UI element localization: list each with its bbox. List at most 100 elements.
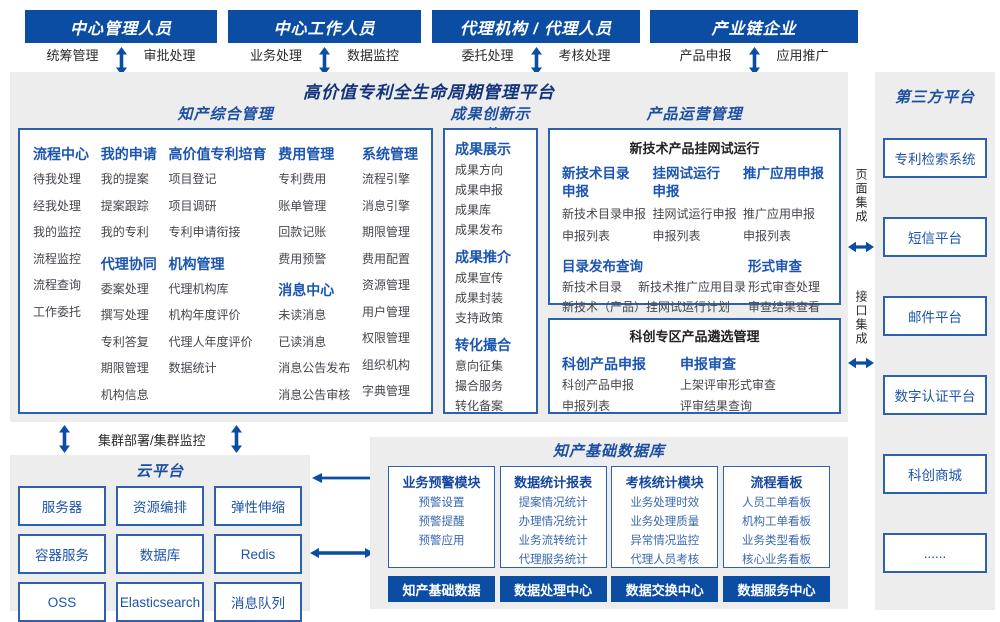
data-center-button: 知产基础数据 — [388, 576, 495, 602]
stat-item: 机构工单看板 — [741, 516, 811, 528]
group-header: 机构管理 — [168, 255, 225, 272]
data-center-button: 数据处理中心 — [499, 576, 607, 602]
actor-function-label: 委托处理 — [461, 48, 514, 63]
menu-item: 新技术推广应用目录 — [638, 280, 747, 294]
actor-center-staff: 中心工作人员 业务处理 数据监控 — [228, 10, 421, 75]
menu-item: 费用预警 — [278, 251, 327, 266]
group-header: 流程看板 — [750, 475, 803, 490]
actor-title: 中心工作人员 — [228, 10, 421, 43]
stat-item: 业务类型看板 — [741, 535, 811, 547]
vertical-double-arrow-icon — [231, 425, 242, 453]
stat-item: 业务流转统计 — [518, 535, 588, 547]
group-header: 我的申请 — [100, 146, 157, 162]
menu-column: 新技术目录申报 新技术目录申报申报列表 — [562, 165, 647, 247]
third-party-system-box: 专利检索系统 — [883, 138, 987, 178]
left-arrow-icon — [312, 473, 374, 483]
menu-item: 权限管理 — [361, 331, 410, 345]
actor-function-label: 业务处理 — [249, 48, 302, 63]
menu-item: 专利答复 — [100, 334, 149, 349]
stat-item: 异常情况监控 — [630, 535, 700, 547]
stat-item: 预警设置 — [418, 497, 465, 509]
stat-item: 提案情况统计 — [518, 497, 588, 509]
menu-column: 科创产品申报 科创产品申报申报列表 — [562, 353, 680, 417]
menu-item: 新技术目录申报 — [562, 207, 647, 221]
menu-item: 新技术（产品）挂网试运行计划 — [562, 300, 731, 314]
group-header: 业务预警模块 — [402, 475, 481, 490]
menu-item: 支持政策 — [455, 311, 504, 325]
actor-title: 产业链企业 — [650, 10, 858, 43]
menu-item: 账单管理 — [278, 198, 327, 213]
actor-function-label: 数据监控 — [347, 48, 400, 63]
vertical-double-arrow-icon — [59, 425, 70, 453]
stat-item: 代理服务统计 — [518, 554, 588, 566]
menu-item: 审查结果查看 — [748, 300, 821, 314]
menu-item: 意向征集 — [455, 359, 504, 373]
group-header: 代理协同 — [100, 255, 157, 272]
menu-item: 专利费用 — [278, 172, 327, 186]
menu-item: 成果库 — [455, 203, 492, 217]
cloud-service-box: Elasticsearch — [116, 582, 204, 622]
menu-item: 机构年度评价 — [168, 308, 241, 322]
vertical-double-arrow-icon — [319, 47, 330, 75]
cloud-service-box: 服务器 — [18, 486, 106, 526]
section-title-ip-management: 知产综合管理 — [177, 106, 274, 123]
ip-database-title: 知产基础数据库 — [552, 443, 665, 460]
menu-item: 流程引擎 — [361, 172, 410, 186]
actor-function-label: 审批处理 — [143, 48, 196, 63]
group-header: 费用管理 — [278, 146, 335, 162]
menu-item: 提案跟踪 — [100, 198, 149, 213]
menu-column: 系统管理 流程引擎消息引擎期限管理费用配置资源管理用户管理权限管理组织机构字典管… — [362, 142, 418, 400]
menu-item: 我的专利 — [100, 225, 149, 239]
innovation-box: 成果展示 成果方向成果申报成果库成果发布 成果推介 成果宣传成果封装支持政策 转… — [443, 128, 538, 414]
warning-module-box: 业务预警模块 预警设置预警提醒预警应用 — [388, 466, 495, 568]
menu-column: 申报审查 上架评审形式审查评审结果查询 — [680, 353, 827, 417]
stat-item: 预警提醒 — [418, 516, 465, 528]
menu-item: 字典管理 — [361, 384, 410, 398]
menu-item: 撰写处理 — [100, 308, 149, 322]
third-party-system-box: ...... — [883, 533, 987, 573]
cluster-label: 集群部署/集群监控 — [98, 433, 206, 448]
menu-item: 代理机构库 — [168, 281, 229, 296]
page-integration-label: 页面集成 — [854, 168, 868, 224]
stat-item: 代理人员考核 — [630, 554, 700, 566]
cloud-service-box: 弹性伸缩 — [214, 486, 302, 526]
catalog-query-block: 目录发布查询 新技术目录 新技术推广应用目录新技术（产品）挂网试运行计划 — [562, 257, 748, 317]
menu-item: 消息引擎 — [361, 198, 410, 213]
menu-item: 我的提案 — [100, 172, 149, 186]
cloud-platform-title: 云平台 — [135, 463, 184, 480]
assessment-module-box: 考核统计模块 业务处理时效业务处理质量异常情况监控代理人员考核 — [611, 466, 719, 568]
platform-panel: 高价值专利全生命周期管理平台 知产综合管理 流程中心 待我处理经我处理我的监控流… — [10, 72, 848, 422]
menu-item: 成果封装 — [455, 291, 504, 305]
third-party-panel: 第三方平台 专利检索系统短信平台邮件平台数字认证平台科创商城...... — [875, 72, 995, 610]
menu-item: 待我处理 — [33, 172, 82, 186]
menu-item: 申报列表 — [743, 229, 792, 243]
vertical-double-arrow-icon — [530, 47, 542, 75]
menu-item: 申报列表 — [562, 399, 611, 413]
formal-review-block: 形式审查 形式审查处理审查结果查看 — [748, 257, 827, 317]
menu-item: 未读消息 — [278, 308, 327, 322]
menu-item: 回款记账 — [278, 225, 327, 239]
group-header: 成果展示 — [455, 141, 511, 157]
menu-item: 数据统计 — [168, 361, 217, 375]
group-header: 新技术目录申报 — [562, 166, 630, 199]
menu-item: 成果方向 — [455, 163, 504, 177]
menu-item: 专利申请衔接 — [168, 225, 241, 239]
stat-item: 业务处理时效 — [630, 497, 700, 509]
menu-item: 工作委托 — [33, 304, 82, 319]
ip-management-box: 流程中心 待我处理经我处理我的监控流程监控流程查询工作委托 我的申请 我的提案提… — [18, 128, 433, 414]
actor-title: 代理机构 / 代理人员 — [432, 10, 640, 43]
menu-item: 组织机构 — [361, 357, 410, 372]
cloud-service-box: Redis — [214, 534, 302, 574]
menu-item: 经我处理 — [33, 198, 82, 213]
group-header: 消息中心 — [278, 282, 335, 298]
menu-item: 科创产品申报 — [562, 378, 635, 392]
third-party-system-box: 短信平台 — [883, 217, 987, 257]
menu-item: 资源管理 — [361, 278, 410, 292]
group-header: 目录发布查询 — [562, 259, 643, 274]
menu-item: 新技术目录 — [562, 280, 623, 294]
menu-item: 挂网试运行申报 — [652, 207, 737, 221]
cloud-service-box: 容器服务 — [18, 534, 106, 574]
menu-column: 推广应用申报 推广应用申报申报列表 — [743, 165, 827, 247]
selection-box: 科创专区产品遴选管理 科创产品申报 科创产品申报申报列表 申报审查 上架评审形式… — [548, 318, 841, 414]
